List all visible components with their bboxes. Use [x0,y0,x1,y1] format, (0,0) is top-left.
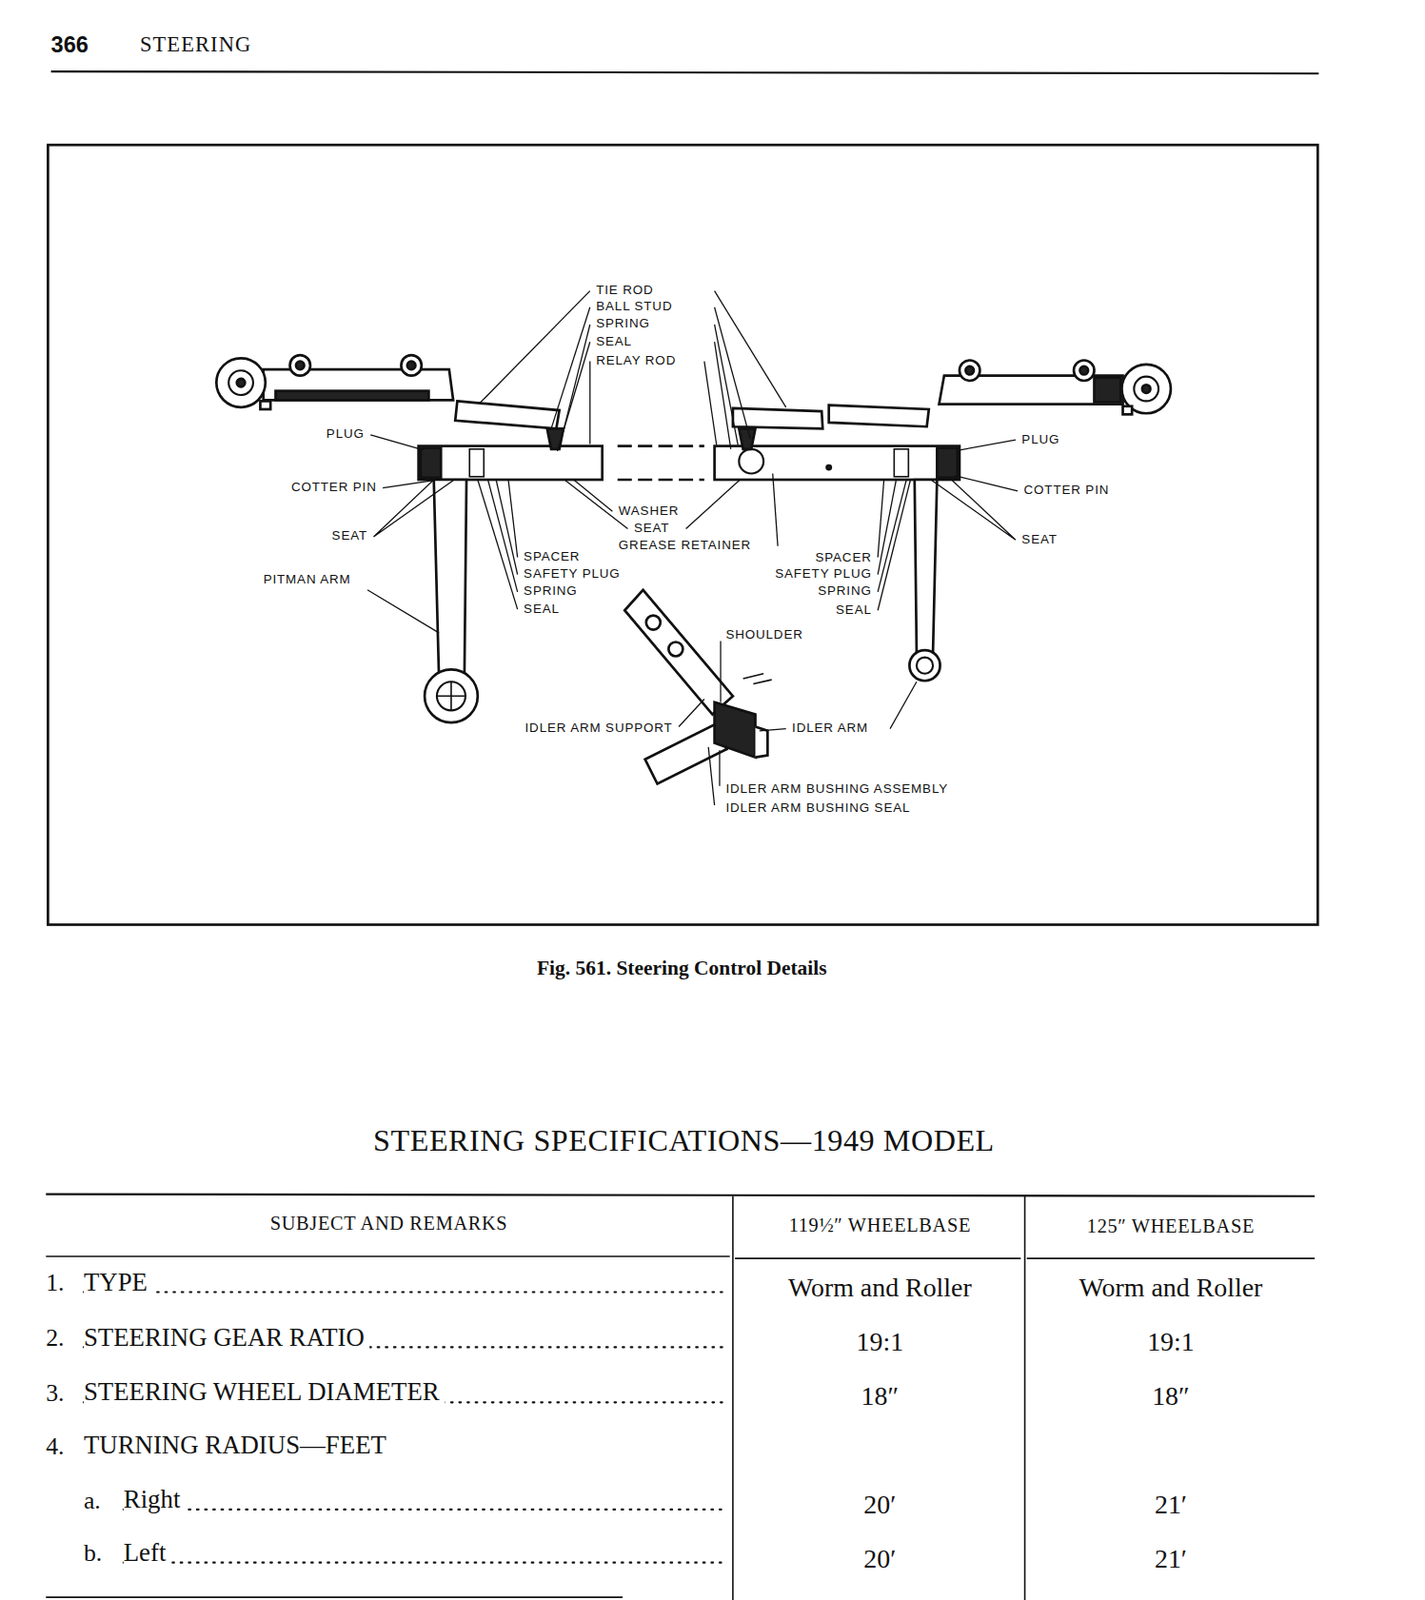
table-cell: 20′ [863,1544,896,1575]
table-cell: 18″ [861,1383,900,1413]
column-header: 119½″ WHEELBASE [789,1215,971,1237]
row-number: a. [83,1486,101,1514]
row-label: Right [123,1484,186,1513]
part-label: SEAT [633,521,672,536]
part-label: SPRING [594,317,652,333]
part-label: IDLER ARM [791,721,870,736]
row-number: 3. [45,1380,64,1407]
table-cell: 21′ [1154,1490,1188,1521]
part-label: SEAL [834,603,873,618]
row-number: 4. [45,1432,64,1460]
page-number: 366 [51,32,89,58]
part-label: SPACER [813,551,872,566]
row-label: Left [123,1538,172,1566]
part-label: WASHER [617,504,681,519]
part-label: COTTER PIN [1022,483,1110,498]
row-number: 2. [45,1325,64,1352]
row-label: STEERING WHEEL DIAMETER [83,1378,445,1406]
part-label: IDLER ARM BUSHING SEAL [724,801,911,816]
part-label: SAFETY PLUG [522,567,622,582]
column-header: 125″ WHEELBASE [1087,1216,1255,1238]
part-label: SAFETY PLUG [773,567,873,582]
running-head: STEERING [139,33,252,58]
table-cell: Worm and Roller [1078,1273,1263,1304]
table-cell: 19:1 [856,1328,905,1359]
row-number: 1. [45,1269,64,1297]
part-label: SPACER [522,550,581,565]
part-label: SHOULDER [724,629,804,644]
part-label: BALL STUD [594,299,673,315]
table-title: STEERING SPECIFICATIONS—1949 MODEL [373,1123,995,1157]
part-label: COTTER PIN [290,480,378,495]
part-label: GREASE RETAINER [617,538,753,554]
part-label: SPRING [816,585,873,600]
part-label: SEAT [331,530,370,545]
row-label: TYPE [83,1267,153,1296]
part-label: TIE ROD [594,283,655,298]
table-cell: Worm and Roller [788,1273,972,1304]
part-label: IDLER ARM BUSHING ASSEMBLY [724,783,950,798]
part-label: SPRING [522,585,579,600]
figure-caption: Fig. 561. Steering Control Details [536,956,828,980]
row-label: TURNING RADIUS—FEET [83,1431,392,1460]
row-label: STEERING GEAR RATIO [83,1323,370,1351]
part-label: SEAT [1020,533,1059,548]
table-cell: 21′ [1154,1544,1188,1575]
column-header: SUBJECT AND REMARKS [270,1212,509,1234]
row-number: b. [83,1540,102,1567]
part-label: PLUG [1020,433,1061,448]
part-label: SEAL [522,602,561,617]
table-cell: 18″ [1151,1383,1190,1413]
part-label: PITMAN ARM [262,573,353,589]
part-label: PLUG [325,427,366,442]
table-cell: 19:1 [1147,1328,1195,1359]
part-label: RELAY ROD [594,354,677,369]
part-label: IDLER ARM SUPPORT [523,721,673,736]
part-label: SEAL [594,335,634,350]
table-cell: 20′ [863,1490,896,1521]
